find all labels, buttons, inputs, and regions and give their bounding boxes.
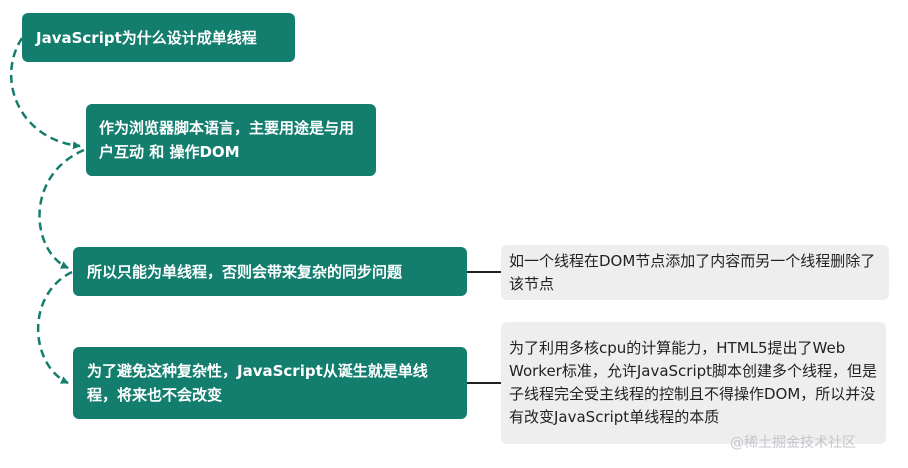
node-sync-problem-label: 所以只能为单线程，否则会带来复杂的同步问题 (87, 262, 403, 281)
arrow-1-to-2 (9, 37, 81, 150)
note-dom-conflict: 如一个线程在DOM节点添加了内容而另一个线程删除了该节点 (501, 245, 889, 300)
node-avoid-complexity-label: 为了避免这种复杂性，JavaScript从诞生就是单线程，将来也不会改变 (87, 362, 428, 404)
watermark: @稀土掘金技术社区 (730, 435, 856, 451)
node-browser-script-purpose-label: 作为浏览器脚本语言，主要用途是与用户互动 和 操作DOM (99, 119, 355, 161)
arrow-2-to-3 (38, 148, 85, 270)
note-dom-conflict-text: 如一个线程在DOM节点添加了内容而另一个线程删除了该节点 (509, 251, 876, 293)
node-sync-problem: 所以只能为单线程，否则会带来复杂的同步问题 (73, 247, 467, 296)
note-web-worker-text: 为了利用多核cpu的计算能力，HTML5提出了Web Worker标准，允许Ja… (509, 339, 878, 426)
node-why-single-thread-label: JavaScript为什么设计成单线程 (36, 28, 257, 47)
arrow-3-to-4 (37, 270, 73, 385)
node-why-single-thread: JavaScript为什么设计成单线程 (22, 13, 295, 62)
note-web-worker: 为了利用多核cpu的计算能力，HTML5提出了Web Worker标准，允许Ja… (501, 322, 886, 444)
node-avoid-complexity: 为了避免这种复杂性，JavaScript从诞生就是单线程，将来也不会改变 (73, 347, 467, 419)
node-browser-script-purpose: 作为浏览器脚本语言，主要用途是与用户互动 和 操作DOM (86, 104, 376, 176)
